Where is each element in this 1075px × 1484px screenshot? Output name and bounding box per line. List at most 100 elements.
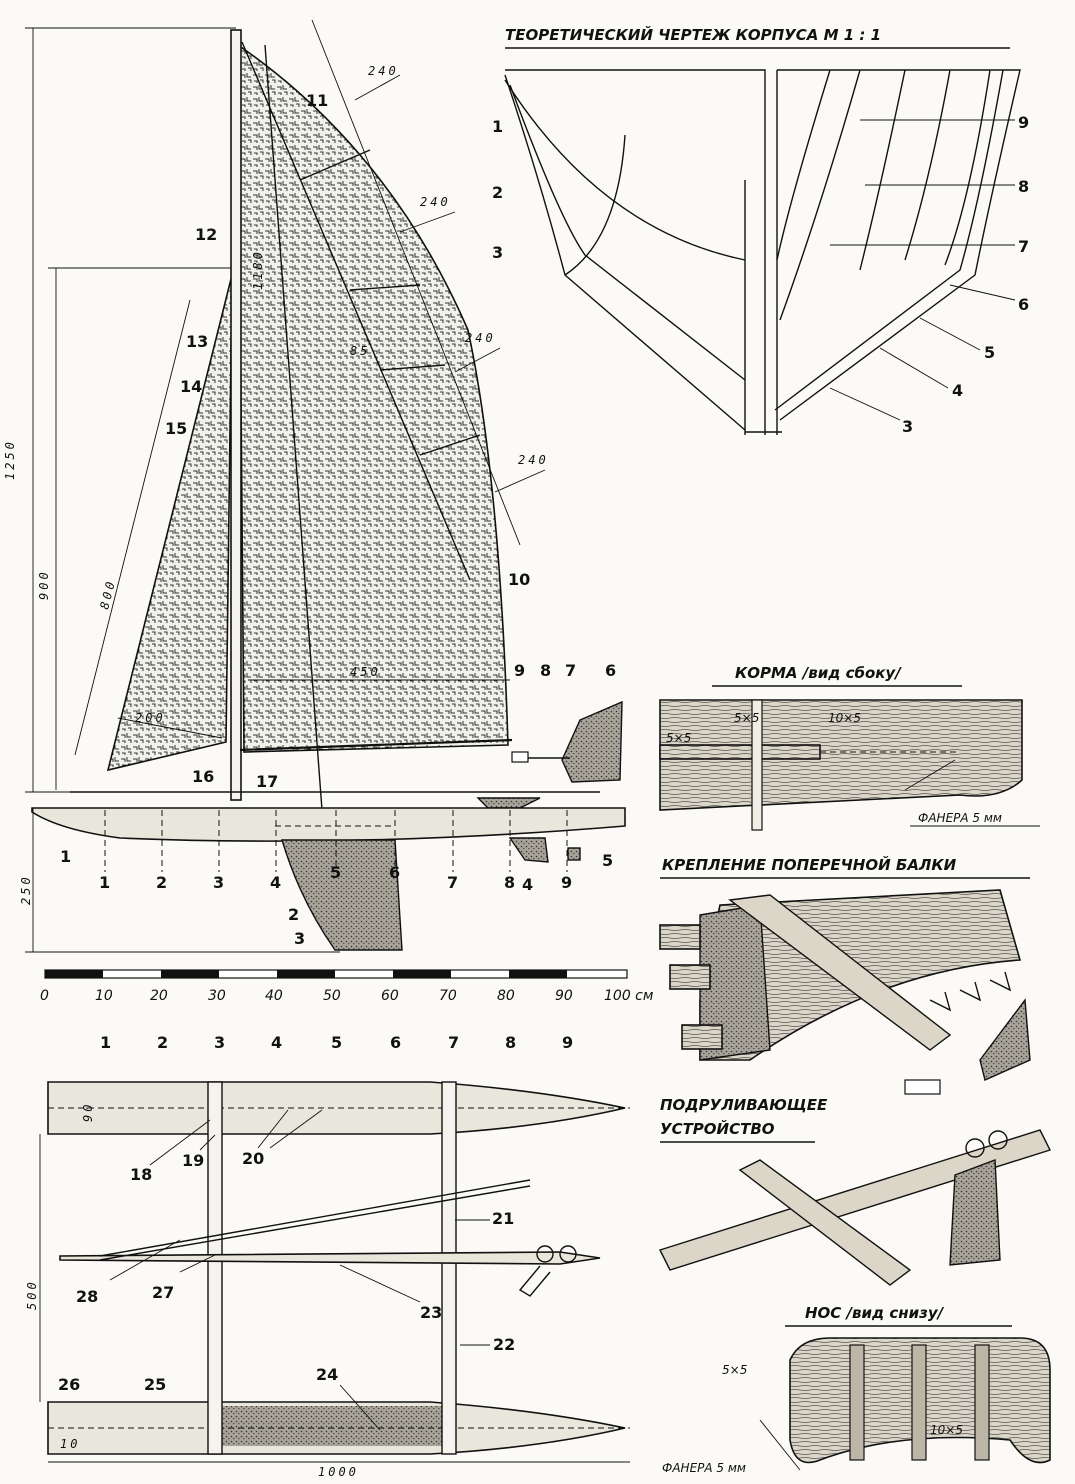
dim-85: 85: [350, 344, 370, 358]
dim-800: 800: [97, 578, 118, 611]
steering-vane: [979, 998, 1031, 1081]
lines-plan: ТЕОРЕТИЧЕСКИЙ ЧЕРТЕЖ КОРПУСА М 1 : 1 1 2…: [492, 25, 1029, 436]
stern-wood: [659, 699, 1023, 811]
plan-station-2: 2: [157, 1033, 168, 1052]
plan-station-8: 8: [505, 1033, 516, 1052]
lp-right-8: 8: [1018, 177, 1029, 196]
bow-dim-b: 10×5: [930, 1423, 963, 1437]
scale-30: 30: [208, 988, 226, 1004]
dim-500: 500: [25, 1279, 39, 1310]
plan-station-6: 6: [390, 1033, 401, 1052]
dim-240-c: 240: [465, 331, 496, 345]
scale-50: 50: [323, 988, 341, 1004]
label-20: 20: [242, 1149, 264, 1168]
keel-label-3: 3: [294, 929, 305, 948]
dim-1000: 1000: [318, 1465, 359, 1479]
stern-title: КОРМА /вид сбоку/: [735, 664, 902, 682]
steering-detail: ПОДРУЛИВАЮЩЕЕ УСТРОЙСТВО: [659, 998, 1051, 1286]
dim-1180: 1180: [251, 249, 265, 290]
lp-right-4: 4: [952, 381, 963, 400]
station-label-7: 7: [447, 873, 458, 892]
wind-vane: [561, 700, 623, 783]
label-16: 16: [192, 767, 214, 786]
scale-0: 0: [40, 988, 49, 1004]
label-8: 8: [540, 661, 551, 680]
label-26: 26: [58, 1375, 80, 1394]
dim-900: 900: [37, 569, 51, 600]
plan-station-7: 7: [448, 1033, 459, 1052]
label-25: 25: [144, 1375, 166, 1394]
label-28: 28: [76, 1287, 98, 1306]
label-24: 24: [316, 1365, 338, 1384]
bow-title: НОС /вид снизу/: [805, 1304, 945, 1322]
dim-450: 450: [350, 665, 381, 679]
label-14: 14: [180, 377, 202, 396]
crossbeam-aft: [441, 1081, 457, 1455]
bow-detail: НОС /вид снизу/ 5×5 10×5 ФАНЕРА 5 мм: [662, 1304, 1051, 1475]
lp-left-1: 1: [492, 117, 503, 136]
station-label-9: 9: [561, 873, 572, 892]
scale-90: 90: [555, 988, 573, 1004]
rudder: [508, 837, 549, 863]
station-label-5: 5: [330, 863, 341, 882]
center-boom: [59, 1251, 601, 1265]
station-label-6: 6: [389, 863, 400, 882]
scale-40: 40: [265, 988, 283, 1004]
lp-right-9: 9: [1018, 113, 1029, 132]
plan-station-1: 1: [100, 1033, 111, 1052]
dim-1250: 1250: [3, 439, 17, 480]
plan-station-9: 9: [562, 1033, 573, 1052]
scale-80: 80: [497, 988, 515, 1004]
boom: [239, 738, 513, 752]
lp-left-2: 2: [492, 183, 503, 202]
label-15: 15: [165, 419, 187, 438]
dim-90: 90: [81, 1102, 95, 1122]
lines-plan-title: ТЕОРЕТИЧЕСКИЙ ЧЕРТЕЖ КОРПУСА М 1 : 1: [505, 25, 881, 44]
stern-detail: КОРМА /вид сбоку/ 5×5 5×5 10×5 ФАНЕРА 5 …: [659, 664, 1040, 831]
crossbeam-fore: [207, 1081, 223, 1455]
plan-view: 1 2 3 4 5 6 7 8 9 90 500 1000 10: [25, 1033, 630, 1479]
plan-station-3: 3: [214, 1033, 225, 1052]
keel-label-1: 1: [60, 847, 71, 866]
lp-right-6: 6: [1018, 295, 1029, 314]
dim-250: 250: [19, 874, 33, 905]
stern-dim-c: 10×5: [828, 711, 861, 725]
station-label-4: 4: [270, 873, 281, 892]
label-18: 18: [130, 1165, 152, 1184]
crossbeam-bar: [728, 894, 952, 1051]
hull-top-left: [47, 1081, 626, 1135]
dim-240-a: 240: [368, 64, 399, 78]
label-13: 13: [186, 332, 208, 351]
label-7: 7: [565, 661, 576, 680]
dim-200: 200: [135, 711, 166, 725]
crossbeam-title: КРЕПЛЕНИЕ ПОПЕРЕЧНОЙ БАЛКИ: [662, 855, 957, 874]
stern-dim-a: 5×5: [666, 731, 691, 745]
keel: [281, 839, 403, 951]
label-9: 9: [514, 661, 525, 680]
label-12: 12: [195, 225, 217, 244]
lp-right-7: 7: [1018, 237, 1029, 256]
keel-label-2: 2: [288, 905, 299, 924]
label-21: 21: [492, 1209, 514, 1228]
keel-label-5: 5: [602, 851, 613, 870]
plan-station-4: 4: [271, 1033, 282, 1052]
lp-right-3: 3: [902, 417, 913, 436]
label-27: 27: [152, 1283, 174, 1302]
scale-10: 10: [95, 988, 113, 1004]
label-10: 10: [508, 570, 530, 589]
jib: [106, 274, 233, 772]
scale-bar: 0 10 20 30 40 50 60 70 80 90 100 см: [40, 969, 654, 1004]
crossbeam-detail: КРЕПЛЕНИЕ ПОПЕРЕЧНОЙ БАЛКИ: [659, 855, 1030, 1061]
station-label-8: 8: [504, 873, 515, 892]
dim-240-d: 240: [518, 453, 549, 467]
steering-beam: [659, 1129, 1051, 1271]
steering-title-2: УСТРОЙСТВО: [660, 1119, 775, 1138]
dim-240-b: 240: [420, 195, 451, 209]
station-label-3: 3: [213, 873, 224, 892]
stations: [104, 810, 568, 872]
scale-100: 100 см: [604, 988, 654, 1004]
plan-station-5: 5: [331, 1033, 342, 1052]
bow-dim-a: 5×5: [722, 1363, 747, 1377]
mainsail: [237, 43, 509, 753]
